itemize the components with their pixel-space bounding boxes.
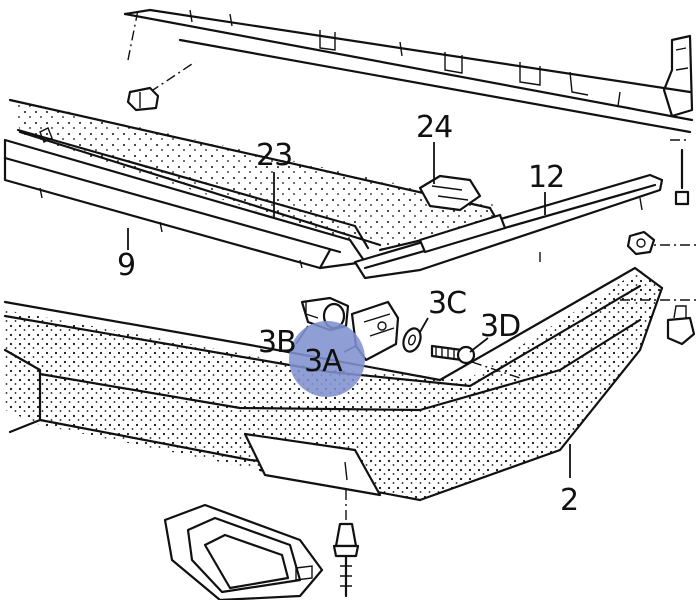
callout-3d: 3D (480, 309, 520, 344)
callout-3c: 3C (428, 286, 466, 321)
callout-3b: 3B (258, 325, 296, 360)
part-3b-retainer (300, 296, 350, 332)
callout-23: 23 (256, 138, 292, 173)
fog-light-housing (163, 503, 324, 600)
part-12-side-trim (353, 173, 664, 280)
part-24-clip (418, 174, 482, 212)
callout-9: 9 (117, 248, 135, 283)
part-3d-screw (430, 344, 476, 365)
carrier-panel (123, 8, 694, 206)
callout-3a: 3A (304, 344, 343, 379)
mounting-bolt (332, 522, 360, 598)
callout-24: 24 (416, 110, 452, 145)
nut-right-lower (666, 305, 696, 346)
leader-lines (127, 142, 571, 478)
part-9-trim (3, 127, 370, 270)
clip-upper-left (126, 86, 160, 112)
callout-2: 2 (560, 483, 578, 518)
part-3c-washer (402, 327, 422, 353)
part-3a-bracket (350, 300, 400, 362)
nut-right-upper (626, 230, 656, 256)
highlight-marker (289, 321, 365, 397)
callout-12: 12 (528, 160, 564, 195)
